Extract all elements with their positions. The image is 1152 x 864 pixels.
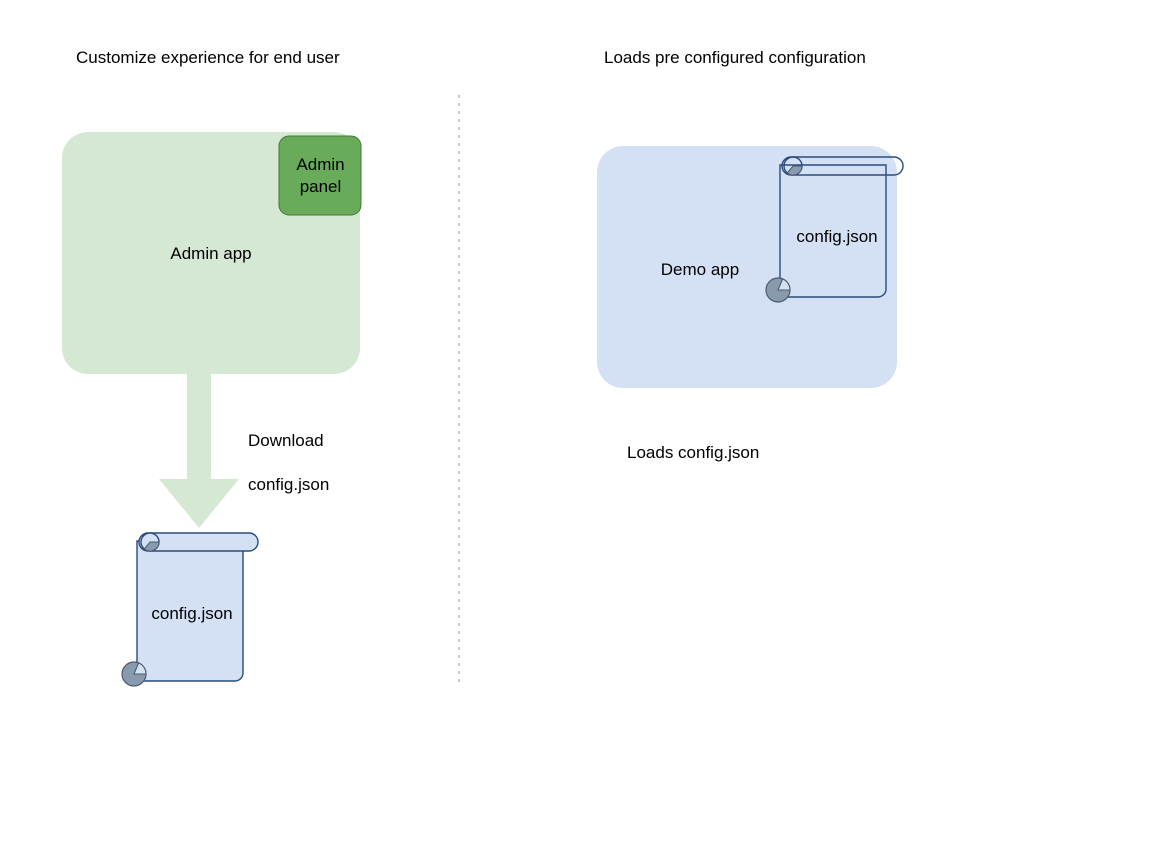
panel-heading-right: Loads pre configured configuration (604, 48, 866, 67)
config-json-label-right: config.json (796, 227, 878, 246)
admin-panel-label: Admin panel (280, 154, 361, 198)
scroll-bottom-curl-right-icon (765, 277, 791, 303)
panel-heading-left: Customize experience for end user (76, 48, 340, 67)
demo-app-card[interactable] (597, 146, 897, 388)
download-arrow-label: Download config.json (248, 408, 428, 518)
scroll-bottom-curl-left-icon (121, 661, 147, 687)
demo-app-label: Demo app (660, 260, 740, 279)
admin-panel-label-line1: Admin (296, 155, 345, 174)
download-arrow-label-line2: config.json (248, 475, 330, 494)
download-arrow (159, 355, 239, 528)
scroll-top-curl-right-icon (783, 156, 803, 176)
config-json-scroll-left[interactable] (121, 532, 259, 687)
loads-config-caption: Loads config.json (627, 443, 760, 462)
admin-app-label: Admin app (170, 244, 252, 263)
scroll-top-curl-left-icon (140, 532, 160, 552)
admin-panel-badge[interactable] (278, 135, 362, 216)
admin-panel-label-line2: panel (299, 177, 342, 196)
config-json-label-left: config.json (151, 604, 233, 623)
download-arrow-label-line1: Download (248, 431, 324, 450)
config-json-scroll-right[interactable] (765, 156, 904, 303)
